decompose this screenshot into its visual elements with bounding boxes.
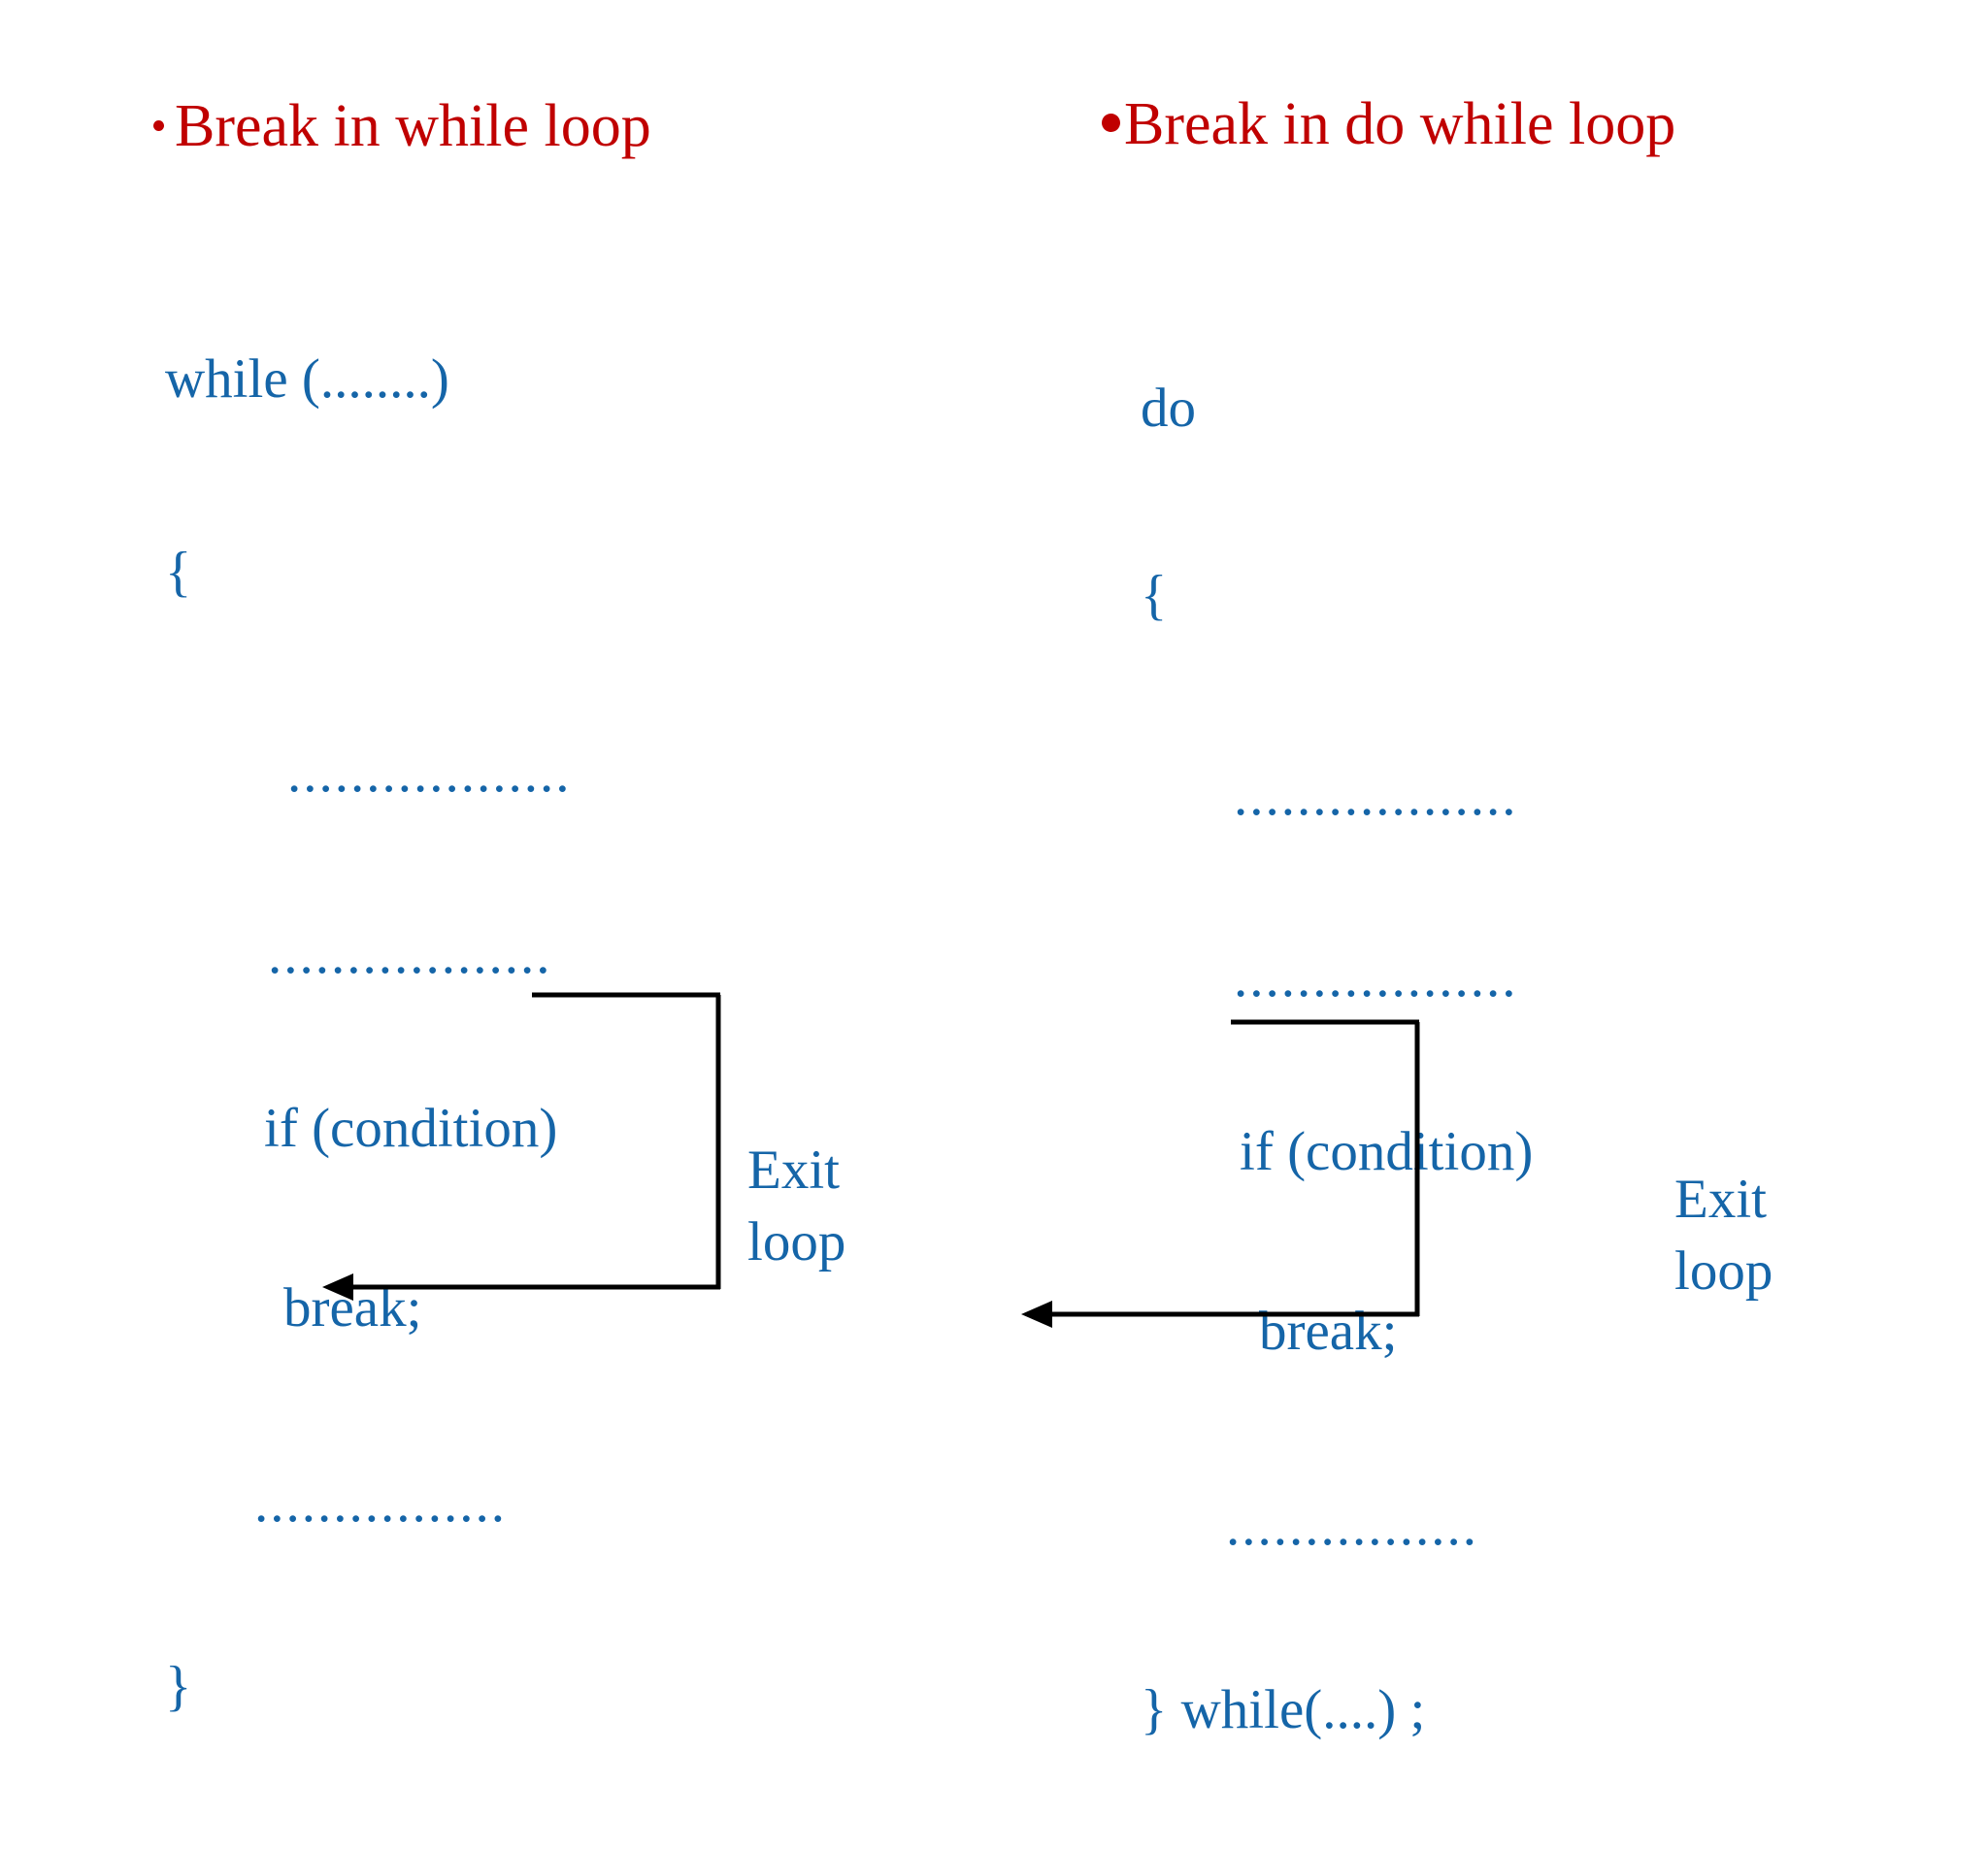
left-exit-label-line2: loop — [747, 1211, 846, 1273]
right-code-line-dots-1: .................. — [1234, 766, 1518, 827]
right-code-line-dots-2: .................. — [1234, 947, 1518, 1008]
right-code-line-dots-3: ................ — [1226, 1496, 1478, 1557]
left-heading: Break in while loop — [153, 93, 651, 159]
right-exit-loop-label: Exit loop — [1674, 1092, 1773, 1307]
right-heading-text: Break in do while loop — [1124, 91, 1676, 157]
right-code-line-open-brace: { — [1141, 565, 1168, 626]
right-code-line-do: do — [1141, 378, 1196, 439]
left-heading-text: Break in while loop — [175, 93, 651, 159]
left-exit-label-line1: Exit — [747, 1140, 840, 1202]
bullet-dot-large-icon — [1102, 114, 1120, 133]
bullet-dot-small-icon — [153, 120, 164, 132]
left-code-line-open-brace: { — [165, 542, 192, 603]
right-exit-label-line1: Exit — [1674, 1169, 1767, 1231]
right-exit-loop-bracket-arrow-icon — [1019, 1017, 1437, 1338]
right-code-line-if: if (condition) — [1240, 1121, 1534, 1182]
right-exit-label-line2: loop — [1674, 1240, 1773, 1303]
left-code-line-dots-3: ................ — [254, 1472, 507, 1534]
left-exit-loop-bracket-arrow-icon — [320, 990, 738, 1310]
left-code-line-while: while (........) — [165, 348, 449, 410]
slide-canvas: Break in while loop while (........) { .… — [153, 91, 1773, 1737]
left-code-line-close-brace: } — [165, 1656, 192, 1717]
left-code-line-dots-1: .................. — [287, 743, 572, 804]
right-code-line-close-brace: } while(....) ; — [1141, 1679, 1426, 1740]
left-code-line-dots-2: .................. — [268, 924, 552, 985]
left-code-line-if: if (condition) — [264, 1098, 558, 1159]
right-heading: Break in do while loop — [1102, 91, 1676, 157]
left-exit-loop-label: Exit loop — [747, 1063, 845, 1278]
